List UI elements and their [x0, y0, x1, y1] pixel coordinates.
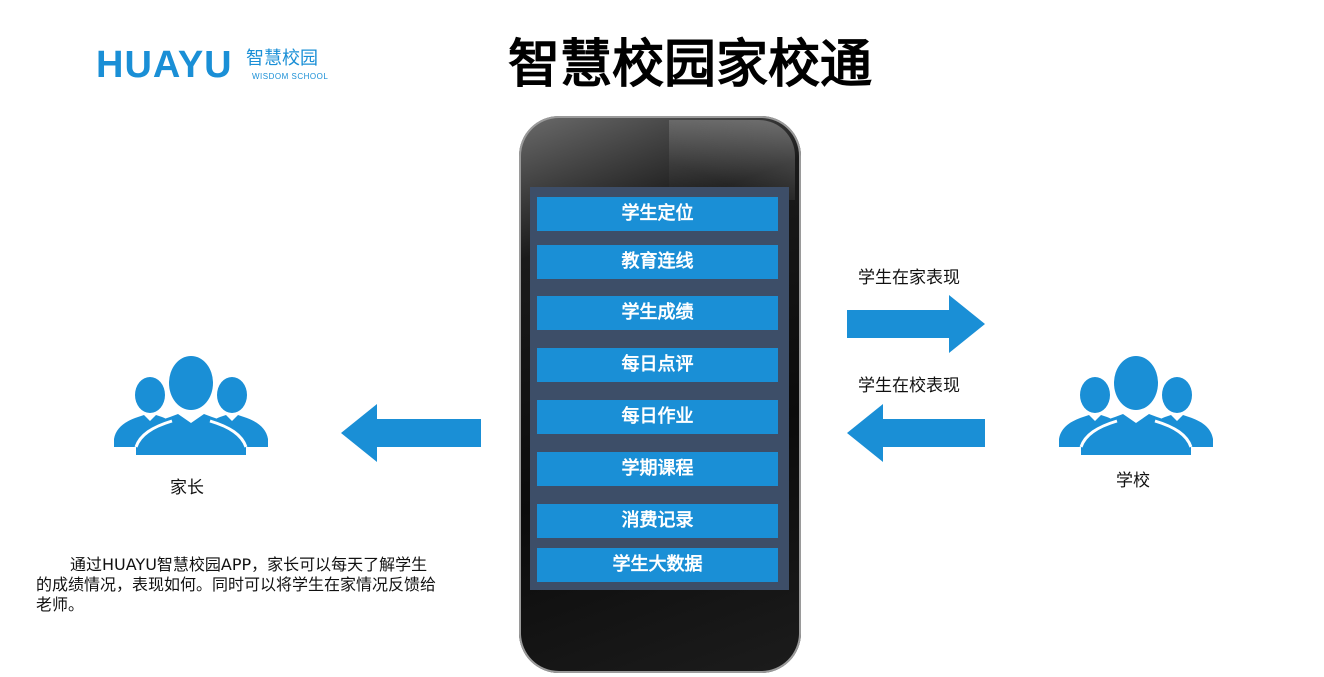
logo-cn-name: 智慧校园: [246, 48, 318, 69]
logo-en-name: WISDOM SCHOOL: [252, 72, 329, 81]
menu-item-daily-review[interactable]: 每日点评: [537, 348, 778, 382]
phone-screen: 学生定位 教育连线 学生成绩 每日点评 每日作业 学期课程 消费记录 学生大数据: [530, 187, 789, 590]
menu-item-consumption-records[interactable]: 消费记录: [537, 504, 778, 538]
home-performance-label: 学生在家表现: [858, 268, 960, 288]
menu-item-student-grades[interactable]: 学生成绩: [537, 296, 778, 330]
arrow-left-from-school-icon: [847, 404, 985, 462]
brand-logo: HUAYU 智慧校园 WISDOM SCHOOL: [96, 44, 336, 88]
description-text: 通过HUAYU智慧校园APP，家长可以每天了解学生的成绩情况，表现如何。同时可以…: [36, 555, 437, 614]
arrow-right-to-school-icon: [847, 295, 985, 353]
school-group-icon: [1059, 355, 1213, 459]
parents-group-icon: [114, 355, 268, 459]
page-title: 智慧校园家校通: [507, 35, 872, 95]
school-label: 学校: [1116, 471, 1150, 491]
arrow-left-to-parents-icon: [341, 404, 481, 462]
phone-mockup: 学生定位 教育连线 学生成绩 每日点评 每日作业 学期课程 消费记录 学生大数据: [519, 116, 801, 673]
menu-item-student-location[interactable]: 学生定位: [537, 197, 778, 231]
phone-glare: [669, 120, 795, 200]
menu-item-student-big-data[interactable]: 学生大数据: [537, 548, 778, 582]
parents-label: 家长: [170, 478, 204, 498]
school-performance-label: 学生在校表现: [858, 376, 960, 396]
menu-item-semester-courses[interactable]: 学期课程: [537, 452, 778, 486]
menu-item-education-connect[interactable]: 教育连线: [537, 245, 778, 279]
logo-brand: HUAYU: [96, 44, 233, 86]
menu-item-daily-homework[interactable]: 每日作业: [537, 400, 778, 434]
